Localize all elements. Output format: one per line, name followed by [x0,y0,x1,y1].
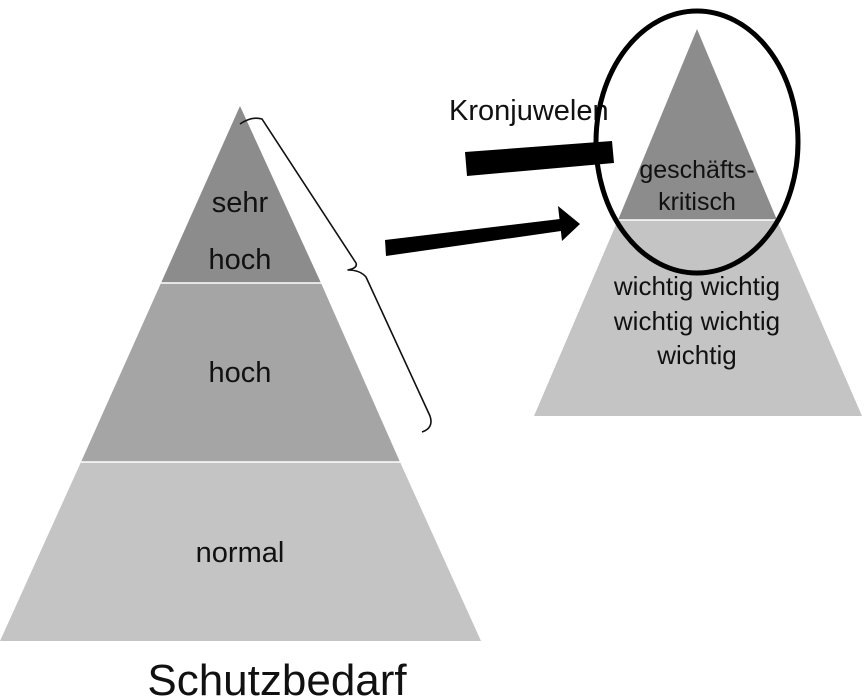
kronjuwelen-highlight-circle [593,8,801,276]
kronjuwelen-label: Kronjuwelen [449,95,609,127]
right-tier-wichtig [534,220,862,416]
connector-arrow [385,206,580,256]
left-pyramid-caption: Schutzbedarf [147,656,407,698]
left-tier-normal-label: normal [196,537,285,569]
kronjuwelen-pointer-bar [465,141,614,176]
left-tier-sehr-hoch [161,106,321,283]
left-tier-sehr-hoch-line2: hoch [209,244,272,276]
left-tier-sehr-hoch-line1: sehr [212,187,269,219]
left-tier-hoch-label: hoch [209,357,272,389]
right-tier-geschaeftskritisch [618,29,777,220]
left-tier-hoch [81,283,400,462]
left-tier-normal [0,462,481,641]
right-tier-bottom-line3: wichtig [656,340,736,370]
right-pyramid: geschäfts- kritisch wichtig wichtig wich… [534,29,862,416]
right-tier-top-line2: kritisch [658,188,736,216]
right-tier-bottom-line1: wichtig wichtig [613,271,780,301]
right-tier-top-line1: geschäfts- [639,156,754,184]
left-pyramid: sehr hoch hoch normal Schutzbedarf [0,106,481,698]
right-tier-bottom-line2: wichtig wichtig [613,306,780,336]
curly-brace [239,117,432,433]
